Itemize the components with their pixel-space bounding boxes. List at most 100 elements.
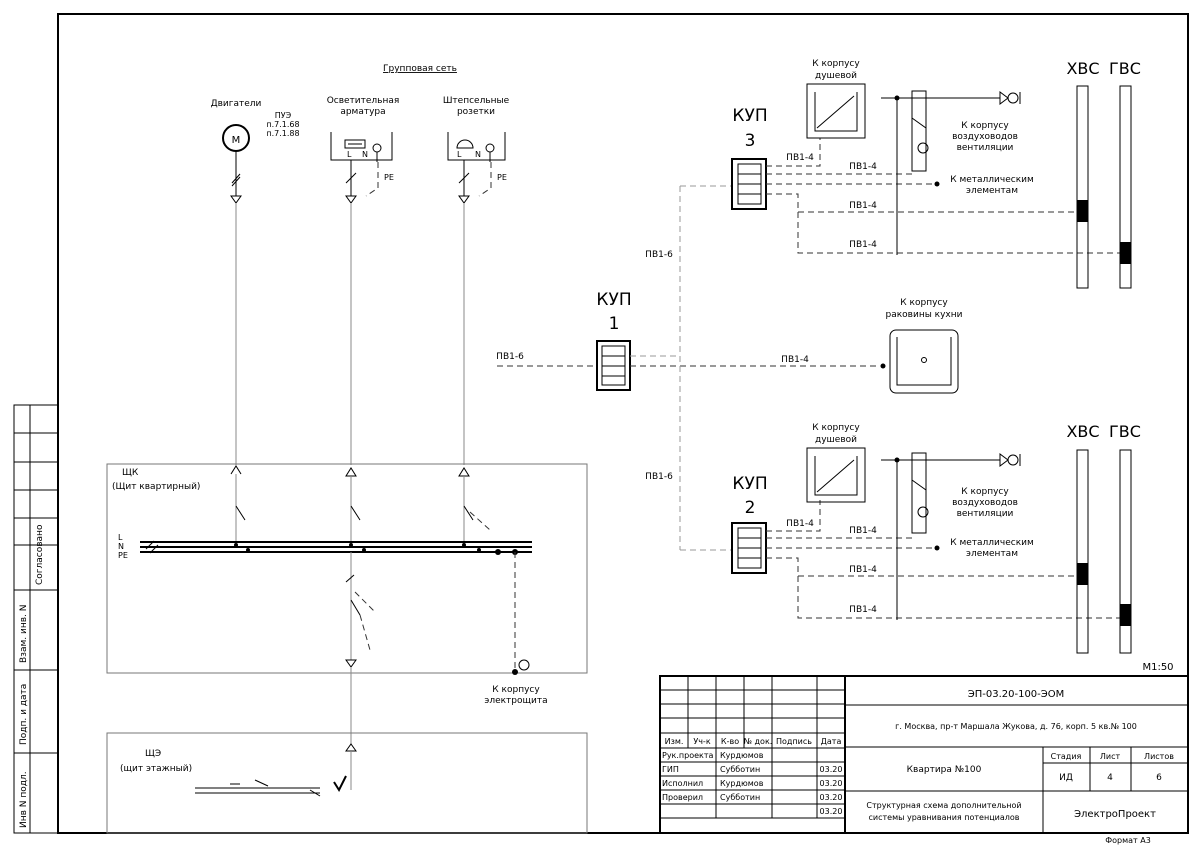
svg-text:4: 4 <box>1107 773 1113 783</box>
svg-text:ПВ1-4: ПВ1-4 <box>786 153 814 163</box>
sheet-frame <box>57 13 1189 834</box>
socket-icon <box>456 139 474 149</box>
svg-text:ПВ1-4: ПВ1-4 <box>849 162 877 172</box>
svg-text:К корпусу: К корпусу <box>961 121 1009 131</box>
svg-text:системы уравнивания потенциало: системы уравнивания потенциалов <box>869 813 1020 822</box>
drain-icon <box>921 357 927 363</box>
svg-text:(Щит квартирный): (Щит квартирный) <box>112 482 200 492</box>
svg-text:N: N <box>118 542 124 551</box>
ground-icon <box>372 143 382 153</box>
svg-text:ПВ1-4: ПВ1-4 <box>786 519 814 529</box>
lighting-consumer: Осветительная арматура L N PE <box>327 96 400 465</box>
scale-label: М1:50 <box>1142 662 1173 673</box>
svg-text:п.7.1.88: п.7.1.88 <box>266 129 299 138</box>
svg-text:воздуховодов: воздуховодов <box>952 498 1018 508</box>
drawing-code: ЭП-03.20-100-ЭОМ <box>968 689 1065 700</box>
shower-icon <box>806 447 866 503</box>
svg-text:ХВС: ХВС <box>1066 59 1099 78</box>
svg-text:ПВ1-4: ПВ1-4 <box>849 565 877 575</box>
shk-panel: ЩК (Щит квартирный) L N PE <box>106 463 588 675</box>
svg-text:Согласовано: Согласовано <box>35 524 45 585</box>
object-name: Квартира №100 <box>907 765 982 775</box>
svg-text:(щит этажный): (щит этажный) <box>120 764 192 774</box>
svg-text:N: N <box>475 150 481 159</box>
kup2-group: КУП 2 ПВ1-4 ПВ1-4 ПВ1-4 ПВ1-4 К корпусу … <box>731 422 1141 654</box>
svg-text:Уч-к: Уч-к <box>693 737 710 746</box>
ground-icon <box>518 659 530 671</box>
svg-text:Исполнил: Исполнил <box>662 779 703 788</box>
svg-text:Штепсельные: Штепсельные <box>443 96 510 106</box>
svg-text:Инв N подл.: Инв N подл. <box>19 771 29 828</box>
svg-text:воздуховодов: воздуховодов <box>952 132 1018 142</box>
svg-text:Курдюмов: Курдюмов <box>720 751 764 760</box>
svg-text:PE: PE <box>384 173 394 182</box>
svg-text:Рук.проекта: Рук.проекта <box>662 751 714 760</box>
svg-text:электрощита: электрощита <box>484 696 547 706</box>
svg-text:ПУЭ: ПУЭ <box>275 111 292 120</box>
svg-text:К корпусу: К корпусу <box>812 59 860 69</box>
side-stamp: Согласовано Взам. инв. N Подп. и дата Ин… <box>13 404 59 834</box>
kup1-in-wire-label: ПВ1-6 <box>496 352 524 362</box>
svg-text:ГВС: ГВС <box>1109 422 1141 441</box>
drawing-title: Структурная схема дополнительной <box>866 801 1021 810</box>
format-label: Формат А3 <box>1105 836 1151 845</box>
svg-text:розетки: розетки <box>457 107 495 117</box>
svg-text:К корпусу: К корпусу <box>812 423 860 433</box>
svg-text:ЩК: ЩК <box>122 468 139 478</box>
svg-text:2: 2 <box>745 498 756 518</box>
svg-text:03.20: 03.20 <box>820 807 843 816</box>
svg-text:3: 3 <box>745 131 756 151</box>
svg-text:M: M <box>232 135 241 146</box>
svg-text:п.7.1.68: п.7.1.68 <box>266 120 299 129</box>
svg-text:арматура: арматура <box>340 107 385 117</box>
svg-text:PE: PE <box>118 551 128 560</box>
title-block: Изм. Уч-к К-во № док. Подпись Дата Рук.п… <box>659 675 1189 834</box>
svg-text:Подпись: Подпись <box>776 737 812 746</box>
vent-duct-icon <box>911 90 927 172</box>
svg-text:03.20: 03.20 <box>820 793 843 802</box>
svg-text:ГИП: ГИП <box>662 765 679 774</box>
svg-text:К корпусу: К корпусу <box>961 487 1009 497</box>
svg-text:вентиляции: вентиляции <box>957 509 1014 519</box>
svg-text:L: L <box>118 533 123 542</box>
svg-text:ИД: ИД <box>1059 773 1073 783</box>
svg-text:PE: PE <box>497 173 507 182</box>
svg-text:К металлическим: К металлическим <box>950 538 1034 548</box>
svg-text:L: L <box>457 150 462 159</box>
svg-text:КУП: КУП <box>732 106 767 126</box>
svg-text:Курдюмов: Курдюмов <box>720 779 764 788</box>
svg-text:Стадия: Стадия <box>1051 752 1082 761</box>
svg-text:N: N <box>362 150 368 159</box>
svg-text:Листов: Листов <box>1144 752 1174 761</box>
vent-duct-icon <box>911 452 927 534</box>
svg-text:Субботин: Субботин <box>720 793 760 802</box>
svg-text:6: 6 <box>1156 773 1162 783</box>
svg-text:ПВ1-4: ПВ1-4 <box>849 526 877 536</box>
svg-text:ПВ1-4: ПВ1-4 <box>849 605 877 615</box>
svg-text:КУП: КУП <box>596 290 631 310</box>
svg-text:1: 1 <box>609 314 620 334</box>
svg-text:03.20: 03.20 <box>820 779 843 788</box>
svg-text:03.20: 03.20 <box>820 765 843 774</box>
svg-text:вентиляции: вентиляции <box>957 143 1014 153</box>
svg-text:душевой: душевой <box>815 435 857 445</box>
svg-text:элементам: элементам <box>966 549 1018 559</box>
kup1-out-wire-label: ПВ1-4 <box>781 355 809 365</box>
svg-text:ПВ1-4: ПВ1-4 <box>849 240 877 250</box>
svg-text:ПВ1-6: ПВ1-6 <box>645 472 673 482</box>
svg-text:Осветительная: Осветительная <box>327 96 400 106</box>
shower-icon <box>806 83 866 139</box>
svg-text:КУП: КУП <box>732 474 767 494</box>
lamp-icon <box>344 139 366 149</box>
svg-text:Лист: Лист <box>1100 752 1121 761</box>
sockets-consumer: Штепсельные розетки L N PE <box>443 96 510 465</box>
svg-text:L: L <box>347 150 352 159</box>
kup3-group: КУП 3 ПВ1-4 ПВ1-4 ПВ1-4 ПВ1-4 К корпусу … <box>731 59 1141 289</box>
svg-text:К металлическим: К металлическим <box>950 175 1034 185</box>
svg-text:Субботин: Субботин <box>720 765 760 774</box>
svg-text:Проверил: Проверил <box>662 793 703 802</box>
shk-ground-label: К корпусу <box>492 685 540 695</box>
svg-text:Двигатели: Двигатели <box>211 99 262 109</box>
motor-consumer: Двигатели M ПУЭ п.7.1.68 п.7.1.88 <box>211 99 300 465</box>
